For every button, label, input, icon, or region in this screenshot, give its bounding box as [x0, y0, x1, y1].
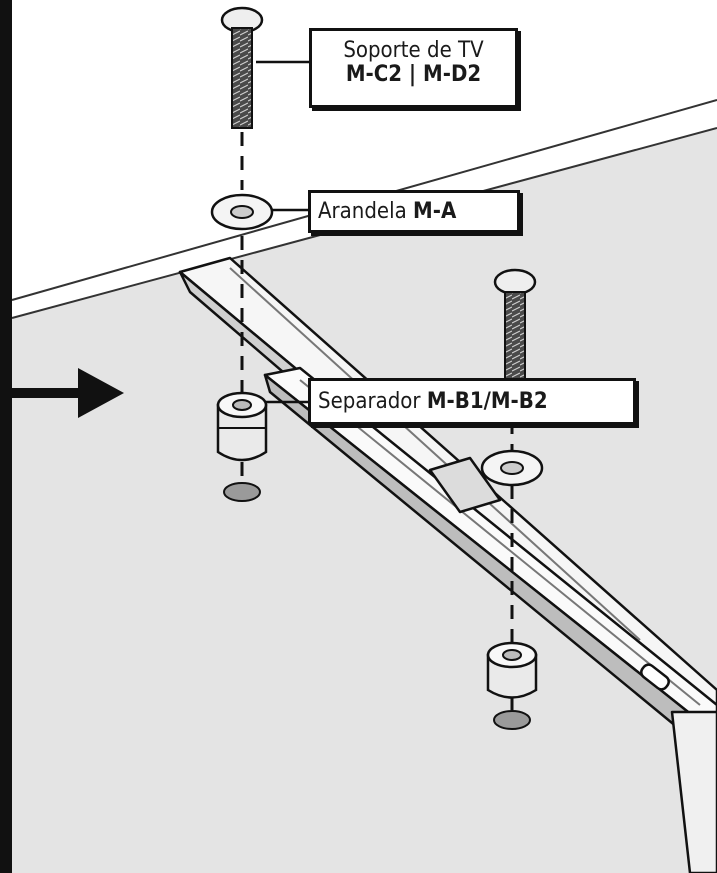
washer-icon	[210, 193, 274, 231]
spacer-part: M-B1/M-B2	[426, 389, 548, 414]
spacer-icon	[216, 391, 268, 462]
spacer-label: Separador	[318, 389, 421, 414]
tv-back-surface	[12, 128, 717, 873]
left-frame-bar	[0, 0, 12, 873]
mounting-hole	[223, 482, 261, 502]
spacer-icon-right	[486, 641, 538, 699]
washer-part: M-A	[413, 199, 457, 224]
tv-screw-icon	[220, 6, 264, 129]
washer-label: Arandela	[318, 199, 407, 224]
washer-icon-right	[480, 449, 544, 487]
tv-screw-icon-right	[493, 268, 537, 393]
direction-arrow-icon	[12, 368, 124, 418]
mounting-hole-right	[493, 710, 531, 730]
tv-bracket-callout: Soporte de TV M-C2 | M-D2	[309, 28, 518, 108]
upper-panel	[12, 0, 717, 300]
spacer-callout: Separador M-B1/M-B2	[308, 378, 636, 425]
tv-bracket-label: Soporte de TV	[343, 38, 484, 63]
tv-bracket-parts: M-C2 | M-D2	[345, 62, 482, 87]
mounting-rail	[178, 256, 717, 873]
leader-lines	[256, 60, 309, 404]
washer-callout: Arandela M-A	[308, 190, 520, 233]
